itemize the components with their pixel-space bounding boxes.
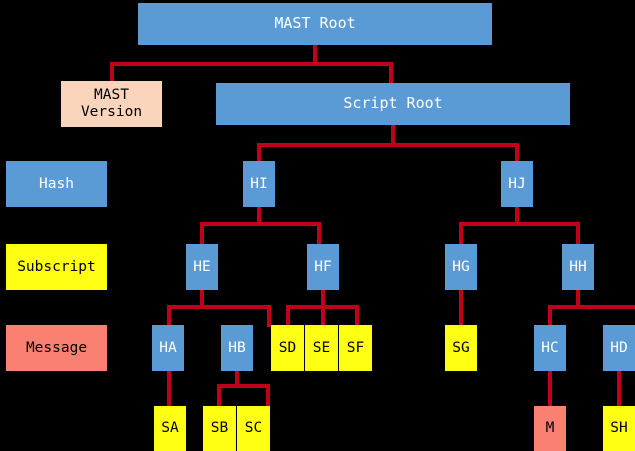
node-HJ[interactable]: HJ	[501, 161, 533, 207]
edge-scriptroot-drop	[389, 62, 393, 83]
edge-hg-sg	[459, 289, 463, 327]
node-M[interactable]: M	[534, 406, 566, 451]
node-SB[interactable]: SB	[203, 406, 236, 451]
node-HA[interactable]: HA	[152, 325, 184, 371]
legend-subscript: Subscript	[6, 244, 107, 290]
node-HI[interactable]: HI	[243, 161, 275, 207]
edge-he-bar	[167, 305, 271, 309]
edge-hf-drop	[317, 222, 321, 245]
edge-ha-drop	[167, 305, 171, 327]
edge-hi-drop	[257, 143, 261, 162]
edge-hg-drop	[459, 222, 463, 245]
edge-se-drop	[321, 305, 325, 327]
node-script-root[interactable]: Script Root	[216, 83, 570, 125]
node-mast-version[interactable]: MAST Version	[61, 81, 162, 127]
edge-hj-bar	[459, 222, 580, 226]
edge-sb-drop	[217, 384, 221, 408]
edge-sc-drop	[266, 384, 270, 408]
edge-he-stem	[200, 289, 204, 307]
node-HH[interactable]: HH	[562, 244, 594, 290]
edge-hb-bar	[217, 384, 270, 388]
edge-scriptroot-stem	[391, 125, 395, 145]
edge-hi-bar	[200, 222, 321, 226]
mast-version-line-2: Version	[80, 104, 143, 120]
node-SD[interactable]: SD	[271, 325, 304, 371]
edge-mastroot-bar	[110, 62, 393, 66]
node-HG[interactable]: HG	[445, 244, 477, 290]
edge-hj-drop	[515, 143, 519, 162]
edge-hf-stem	[321, 289, 325, 307]
edge-hc-drop	[548, 305, 552, 327]
node-HE[interactable]: HE	[186, 244, 218, 290]
edge-mastroot-stem	[313, 44, 317, 64]
edge-hb-stem	[235, 370, 239, 386]
node-HD[interactable]: HD	[603, 325, 635, 371]
node-SE[interactable]: SE	[305, 325, 338, 371]
edge-hh-stem	[576, 289, 580, 307]
edge-ha-sa	[167, 370, 171, 408]
node-HB[interactable]: HB	[221, 325, 253, 371]
node-HF[interactable]: HF	[307, 244, 339, 290]
mast-version-line-1: MAST	[94, 87, 129, 104]
node-SG[interactable]: SG	[445, 325, 477, 371]
node-HC[interactable]: HC	[534, 325, 566, 371]
edge-hi-stem	[257, 206, 261, 224]
edge-sf-drop	[355, 305, 359, 327]
node-mast-root[interactable]: MAST Root	[138, 3, 492, 45]
node-SF[interactable]: SF	[339, 325, 372, 371]
edge-he-drop	[200, 222, 204, 245]
edge-hj-stem	[515, 206, 519, 224]
edge-sd-drop	[286, 305, 290, 327]
edge-mastversion-drop	[110, 62, 114, 83]
edge-hh-drop	[576, 222, 580, 245]
edge-hd-sh	[617, 370, 621, 408]
edge-hc-m	[548, 370, 552, 408]
legend-message: Message	[6, 325, 107, 371]
edge-hh-bar	[548, 305, 635, 309]
edge-hb-drop	[267, 305, 271, 327]
node-SC[interactable]: SC	[237, 406, 270, 451]
edge-scriptroot-bar	[257, 143, 519, 147]
legend-hash: Hash	[6, 161, 107, 207]
node-SH[interactable]: SH	[603, 406, 635, 451]
node-SA[interactable]: SA	[154, 406, 186, 451]
